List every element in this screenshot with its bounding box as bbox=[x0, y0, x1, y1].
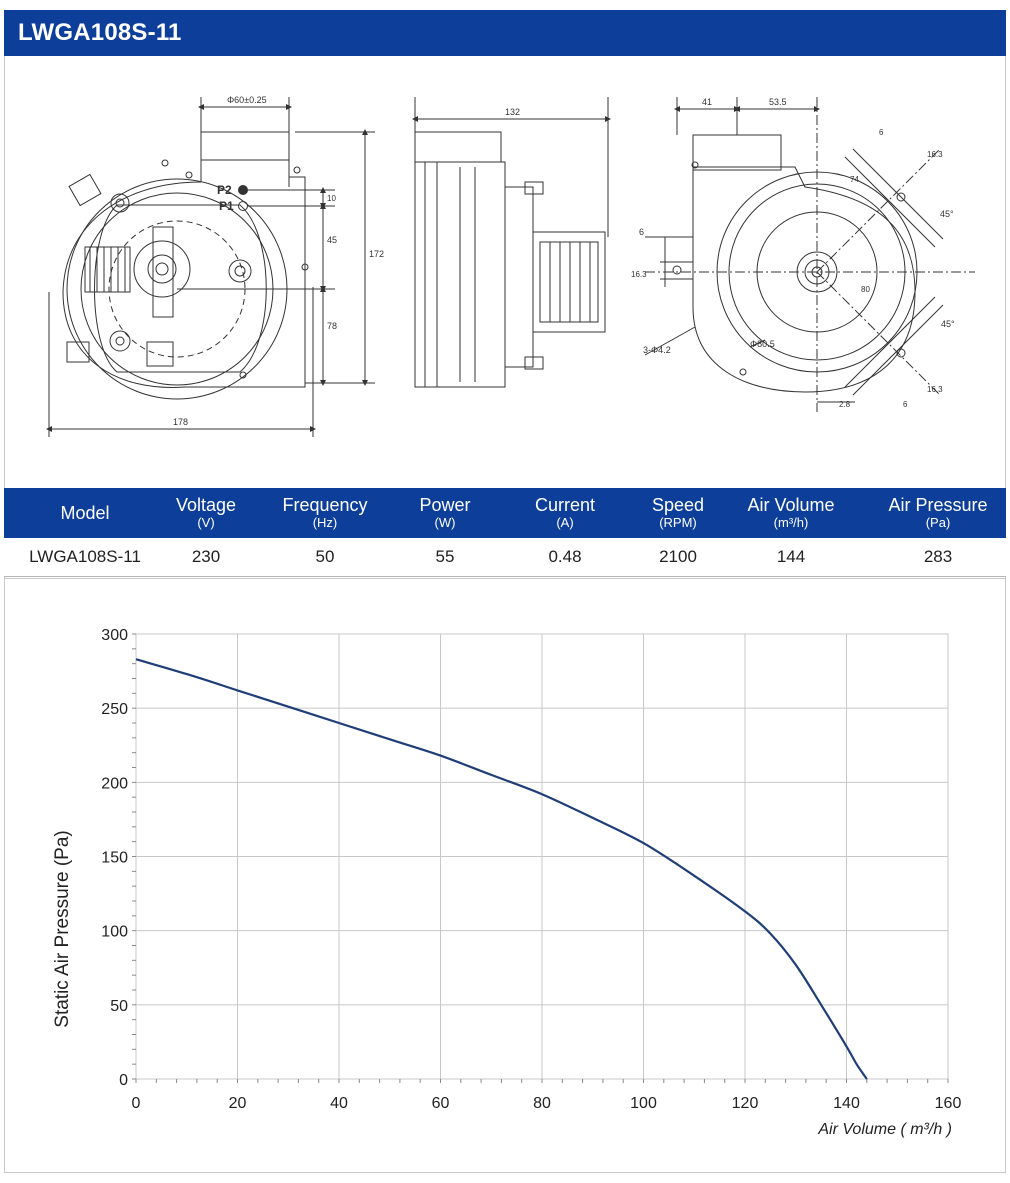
x-tick-label: 100 bbox=[630, 1095, 657, 1112]
cell-current: 0.48 bbox=[548, 547, 582, 566]
cell-voltage: 230 bbox=[191, 547, 221, 566]
col-air-pressure: Air Pressure (Pa) bbox=[888, 495, 988, 530]
dim-d172: 172 bbox=[369, 249, 384, 259]
y-tick-label: 100 bbox=[101, 924, 128, 941]
cell-power: 55 bbox=[435, 547, 455, 566]
y-tick-label: 300 bbox=[101, 627, 128, 644]
col-current: Current (A) bbox=[534, 495, 596, 530]
dim-d74: 74 bbox=[850, 175, 859, 184]
dim-d535: 53.5 bbox=[769, 97, 787, 107]
x-tick-label: 160 bbox=[935, 1095, 962, 1112]
dim-d41: 41 bbox=[702, 97, 712, 107]
specs-header-row: Model Voltage (V) Frequency (Hz) Power (… bbox=[4, 488, 1006, 538]
x-tick-label: 20 bbox=[229, 1095, 247, 1112]
dim-d80: 80 bbox=[861, 285, 870, 294]
cell-air-volume: 144 bbox=[776, 547, 806, 566]
y-tick-label: 200 bbox=[101, 775, 128, 792]
dim-d45: 45 bbox=[327, 235, 337, 245]
series-line bbox=[135, 658, 868, 1080]
cell-air-pressure: 283 bbox=[923, 547, 953, 566]
dim-d163b: 16.3 bbox=[631, 270, 647, 279]
col-frequency: Frequency (Hz) bbox=[282, 495, 368, 530]
col-air-volume: Air Volume (m³/h) bbox=[747, 495, 835, 530]
cell-frequency: 50 bbox=[315, 547, 335, 566]
dim-d45a: 45° bbox=[940, 209, 954, 219]
dim-d10: 10 bbox=[327, 194, 336, 203]
dim-d163a: 16.3 bbox=[927, 150, 943, 159]
dim-d6a: 6 bbox=[879, 128, 884, 137]
dim-d28: 2.8 bbox=[839, 400, 851, 409]
x-axis-label: Air Volume ( m³/h ) bbox=[817, 1121, 952, 1138]
col-voltage: Voltage (V) bbox=[175, 495, 237, 530]
dim-d60: Φ60±0.25 bbox=[227, 95, 267, 105]
dim-d805: Φ80.5 bbox=[750, 339, 775, 349]
y-axis-label: Static Air Pressure (Pa) bbox=[52, 830, 73, 1027]
technical-drawings: Φ60±0.25 P2 P1 10 45 78 172 178 132 41 5… bbox=[46, 95, 975, 437]
dim-d6b: 6 bbox=[639, 227, 644, 237]
cell-speed: 2100 bbox=[659, 547, 697, 566]
dim-d178: 178 bbox=[173, 417, 188, 427]
x-tick-label: 0 bbox=[132, 1095, 141, 1112]
x-tick-label: 140 bbox=[833, 1095, 860, 1112]
port-p1-label: P1 bbox=[219, 199, 234, 213]
front-view-drawing bbox=[46, 97, 375, 437]
dim-d45b: 45° bbox=[941, 319, 955, 329]
dim-d78: 78 bbox=[327, 321, 337, 331]
col-speed: Speed (RPM) bbox=[651, 495, 705, 530]
port-p2-label: P2 bbox=[217, 183, 232, 197]
dim-d6c: 6 bbox=[903, 400, 908, 409]
dim-d3h: 3-Φ4.2 bbox=[643, 345, 671, 355]
x-tick-label: 60 bbox=[432, 1095, 450, 1112]
x-tick-label: 120 bbox=[732, 1095, 759, 1112]
x-tick-label: 40 bbox=[330, 1095, 348, 1112]
side-view-drawing bbox=[412, 97, 611, 388]
table-row: LWGA108S-11 230 50 55 0.48 2100 144 283 bbox=[4, 538, 1006, 577]
col-model: Model bbox=[60, 503, 110, 523]
title-bar: LWGA108S-11 bbox=[4, 10, 1006, 56]
specs-table: Model Voltage (V) Frequency (Hz) Power (… bbox=[4, 488, 1006, 577]
y-tick-label: 250 bbox=[101, 701, 128, 718]
back-view-drawing bbox=[644, 97, 975, 412]
page-title: LWGA108S-11 bbox=[18, 19, 182, 46]
col-power: Power (W) bbox=[419, 495, 471, 530]
x-tick-label: 80 bbox=[533, 1095, 551, 1112]
y-tick-label: 0 bbox=[119, 1072, 128, 1089]
y-tick-label: 150 bbox=[101, 850, 128, 867]
dim-d163c: 16.3 bbox=[927, 385, 943, 394]
y-tick-label: 50 bbox=[110, 998, 128, 1015]
dim-d132: 132 bbox=[505, 107, 520, 117]
cell-model: LWGA108S-11 bbox=[29, 547, 141, 566]
